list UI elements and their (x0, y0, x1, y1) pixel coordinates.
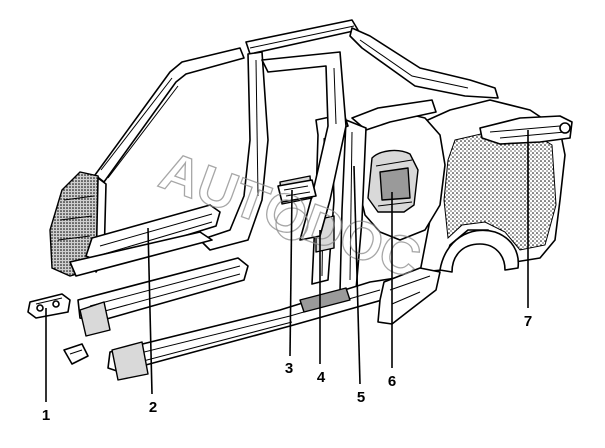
leader-3 (289, 189, 293, 357)
inner-sill (107, 277, 403, 381)
rear-tail-bracket (479, 115, 573, 145)
callout-4: 4 (317, 369, 326, 386)
small-clip (63, 343, 89, 365)
roof-frame (94, 19, 499, 183)
leader-2 (147, 227, 153, 395)
c-pillar (339, 99, 437, 293)
rear-sill-bracket (377, 267, 441, 325)
callout-2: 2 (149, 399, 157, 416)
callout-6: 6 (388, 373, 396, 390)
callout-5: 5 (357, 389, 365, 406)
outer-sill (69, 204, 221, 277)
pillar-reinforcement (277, 179, 317, 203)
middle-sill (77, 257, 249, 337)
leader-5 (353, 165, 361, 385)
callout-3: 3 (285, 360, 293, 377)
callout-7: 7 (524, 313, 532, 330)
front-bracket (27, 293, 71, 319)
callout-labels: 1 2 3 4 5 6 7 (42, 313, 532, 424)
leader-lines (45, 130, 529, 402)
inner-wheelhouse (357, 111, 446, 241)
callout-1: 1 (42, 407, 50, 424)
